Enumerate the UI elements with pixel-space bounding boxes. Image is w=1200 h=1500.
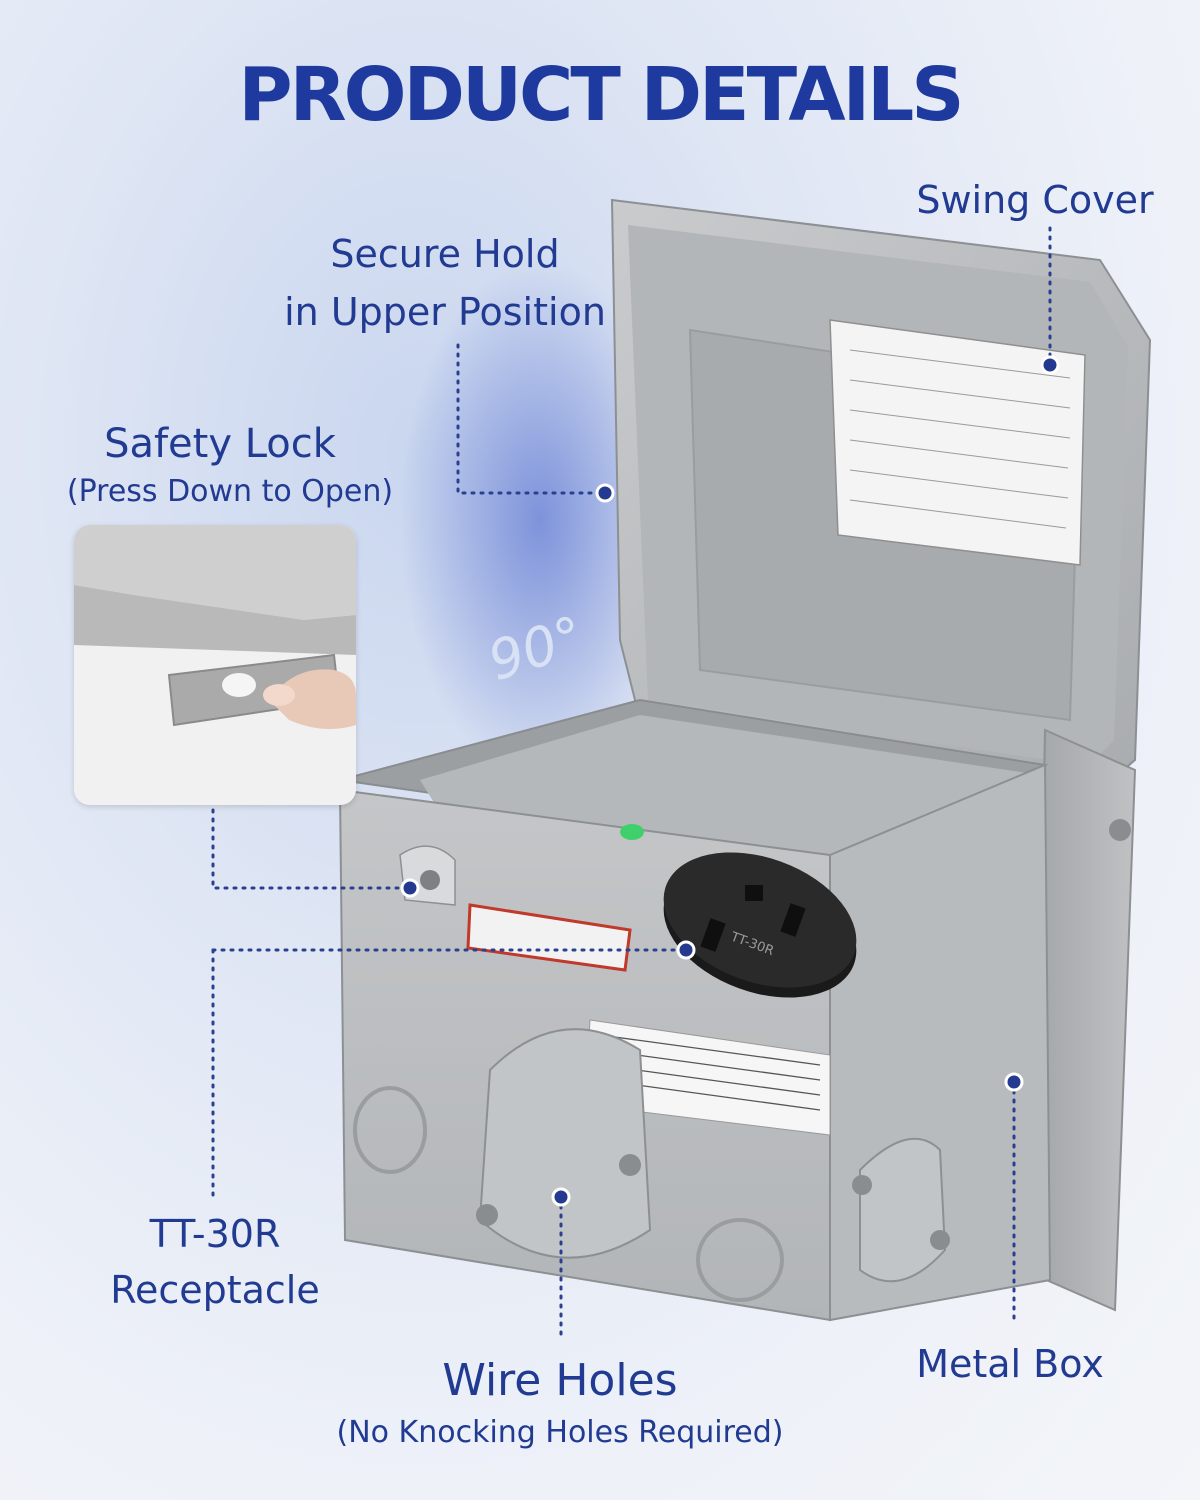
callout-dot-swing-cover	[1040, 355, 1060, 375]
callout-wire-holes: Wire Holes	[442, 1355, 678, 1406]
spec-label	[829, 319, 1086, 566]
page-title: PRODUCT DETAILS	[238, 52, 964, 138]
swing-cover	[610, 198, 1152, 792]
callout-dot-wire-holes	[551, 1187, 571, 1207]
callout-receptacle-line1: TT-30R	[149, 1212, 281, 1256]
callout-swing-cover: Swing Cover	[916, 178, 1154, 222]
callout-dot-receptacle	[676, 940, 696, 960]
callout-wire-holes-note: (No Knocking Holes Required)	[336, 1415, 784, 1450]
callout-secure-hold-line1: Secure Hold	[330, 232, 560, 276]
callout-receptacle-line2: Receptacle	[110, 1268, 320, 1312]
tt30r-receptacle: TT-30R	[663, 852, 857, 998]
warning-sticker	[466, 903, 632, 972]
finger-icon	[269, 669, 356, 729]
callout-line-secure-hold	[456, 343, 607, 495]
callout-dot-metal-box	[1004, 1072, 1024, 1092]
callout-metal-box: Metal Box	[916, 1342, 1104, 1386]
callout-dot-secure-hold	[595, 483, 615, 503]
callout-dot-safety-lock	[400, 878, 420, 898]
wire-holes	[353, 1028, 950, 1302]
lock-hole-icon	[222, 673, 256, 697]
callout-line-safety-lock	[211, 808, 412, 890]
side-screw-icon	[1109, 819, 1131, 841]
callout-secure-hold-line2: in Upper Position	[284, 290, 606, 334]
indicator-light-icon	[620, 824, 644, 840]
safety-lock-inset-photo	[74, 525, 356, 805]
background-glow	[400, 260, 680, 780]
callout-safety-lock-note: (Press Down to Open)	[66, 474, 394, 509]
callout-safety-lock: Safety Lock	[104, 421, 336, 467]
